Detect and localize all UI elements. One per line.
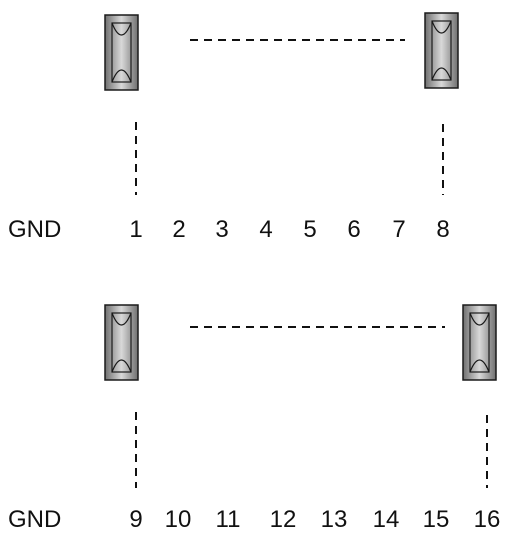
pin-label: 3 (215, 216, 229, 243)
relay-switch-icon (462, 304, 497, 381)
pin-label: 9 (129, 506, 143, 533)
relay-switch-icon (424, 12, 459, 89)
pin-label: 2 (172, 216, 186, 243)
pin-label: 7 (392, 216, 406, 243)
pin-label: 11 (215, 506, 241, 533)
pin-label: 13 (320, 506, 348, 533)
relay-switch-icon (104, 14, 139, 91)
relay-switch-icon (104, 304, 139, 381)
pin-label: 16 (473, 506, 501, 533)
pin-label: 1 (129, 216, 143, 243)
pin-label: 4 (259, 216, 273, 243)
row2-gnd-label: GND (8, 506, 62, 533)
pin-label: 10 (164, 506, 192, 533)
pin-label: 5 (303, 216, 317, 243)
pin-label: 14 (372, 506, 400, 533)
row1-gnd-label: GND (8, 216, 62, 243)
pin-label: 12 (269, 506, 297, 533)
pin-label: 15 (422, 506, 450, 533)
pin-label: 8 (436, 216, 450, 243)
pin-label: 6 (347, 216, 361, 243)
